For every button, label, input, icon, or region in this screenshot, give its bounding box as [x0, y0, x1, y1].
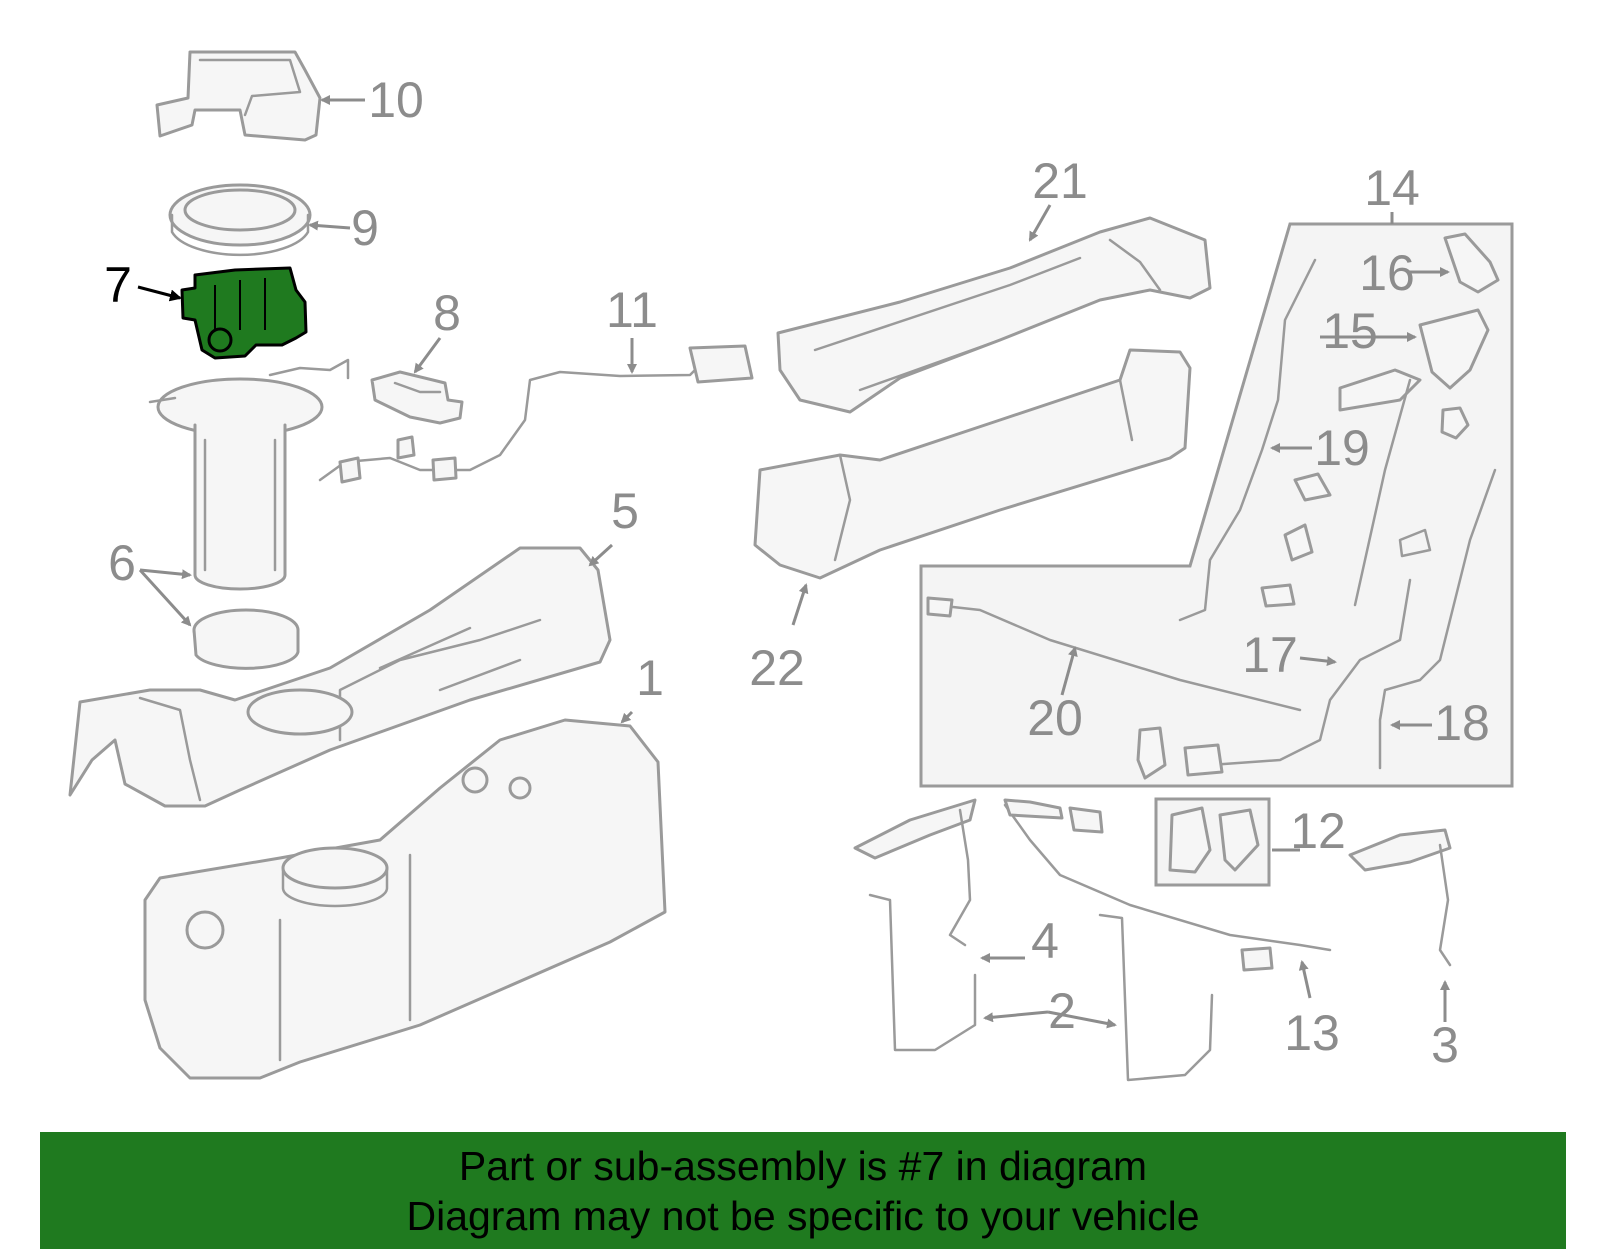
part-9-lock-ring	[168, 183, 312, 257]
part-5-shield	[68, 546, 612, 808]
callout-5: 5	[611, 483, 639, 539]
part-15-housing	[1418, 308, 1490, 390]
part-7-module-highlighted	[180, 266, 308, 360]
part-17-hose	[1183, 578, 1412, 777]
callout-12: 12	[1290, 803, 1346, 859]
part-12-box	[1154, 797, 1271, 887]
part-13-cable	[1003, 798, 1332, 972]
small-fittings	[1260, 472, 1332, 608]
callout-3: 3	[1431, 1017, 1459, 1073]
clip	[1136, 726, 1167, 780]
info-banner: Part or sub-assembly is #7 in diagram Di…	[40, 1132, 1566, 1249]
part-20-rod	[926, 596, 1302, 712]
part-11-harness	[318, 344, 754, 484]
callout-11: 11	[606, 282, 658, 338]
callout-labels: 1 2 3 4 5 6 7 8 9 10 11 12 13 14 15 16 1…	[104, 72, 1490, 1073]
callout-7: 7	[104, 257, 132, 313]
part-18-pipe	[1378, 468, 1497, 770]
callout-17: 17	[1242, 627, 1298, 683]
callout-6: 6	[108, 535, 136, 591]
callout-10: 10	[368, 72, 424, 128]
callout-14: 14	[1364, 160, 1420, 216]
callout-8: 8	[433, 285, 461, 341]
callout-22: 22	[749, 640, 805, 696]
callout-20: 20	[1027, 690, 1083, 746]
part-3-bracket	[1348, 828, 1452, 967]
callout-2: 2	[1048, 983, 1076, 1039]
banner-line-part: Part or sub-assembly is #7 in diagram	[458, 1142, 1148, 1189]
banner-line-disclaimer: Diagram may not be specific to your vehi…	[406, 1192, 1200, 1239]
part-filler-pipe	[1338, 368, 1470, 607]
part-1-fuel-tank	[143, 718, 667, 1080]
callout-18: 18	[1434, 695, 1490, 751]
callout-21: 21	[1032, 153, 1088, 209]
callout-15: 15	[1322, 303, 1378, 359]
part-4-bracket	[853, 798, 977, 947]
callout-16: 16	[1359, 245, 1415, 301]
part-8-sensor	[370, 370, 464, 425]
leader-lines	[137, 95, 1450, 1029]
callout-9: 9	[351, 200, 379, 256]
part-6-pump-assembly	[148, 358, 350, 670]
callout-19: 19	[1314, 420, 1370, 476]
callout-13: 13	[1284, 1005, 1340, 1061]
part-2-strap-left	[868, 893, 977, 1052]
callout-1: 1	[636, 650, 664, 706]
part-22-shield	[753, 348, 1192, 580]
part-2-strap-right	[1098, 913, 1214, 1082]
part-16-cap	[1443, 232, 1500, 294]
part-21-shield	[776, 216, 1212, 414]
part-19-vent-line	[1178, 258, 1317, 622]
part-10-cover	[155, 50, 322, 142]
callout-4: 4	[1031, 913, 1059, 969]
